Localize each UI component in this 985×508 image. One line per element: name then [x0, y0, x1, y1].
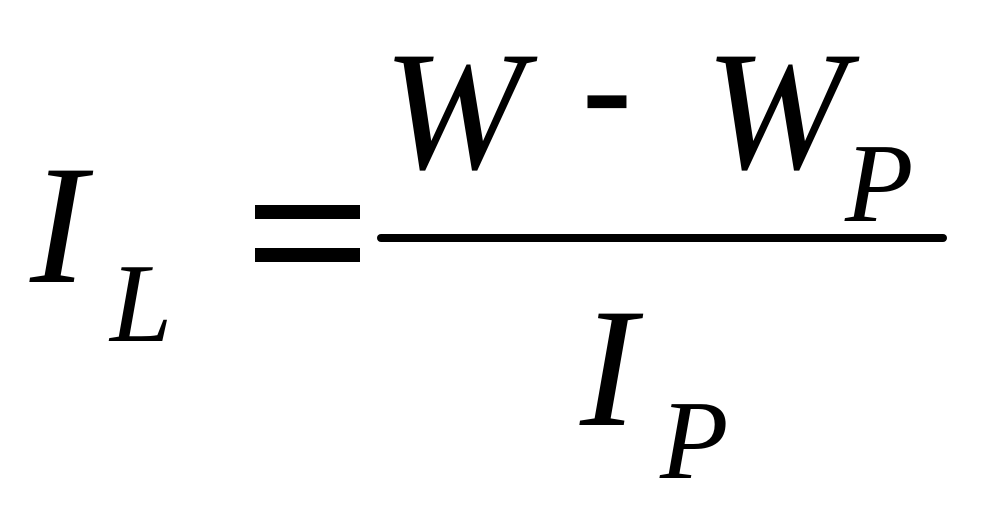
equals-top-bar: [255, 205, 360, 219]
fraction-bar: [377, 234, 947, 242]
equals-bottom-bar: [255, 248, 360, 262]
numerator-term2-subscript: P: [845, 122, 914, 246]
denominator-subscript: P: [660, 379, 729, 503]
denominator-symbol: I: [580, 274, 637, 462]
numerator-term1: W: [383, 17, 525, 205]
lhs-subscript: L: [110, 242, 173, 366]
numerator-minus-operator: -: [582, 4, 632, 170]
numerator-term2: W: [705, 17, 847, 205]
lhs-symbol: I: [30, 131, 87, 319]
